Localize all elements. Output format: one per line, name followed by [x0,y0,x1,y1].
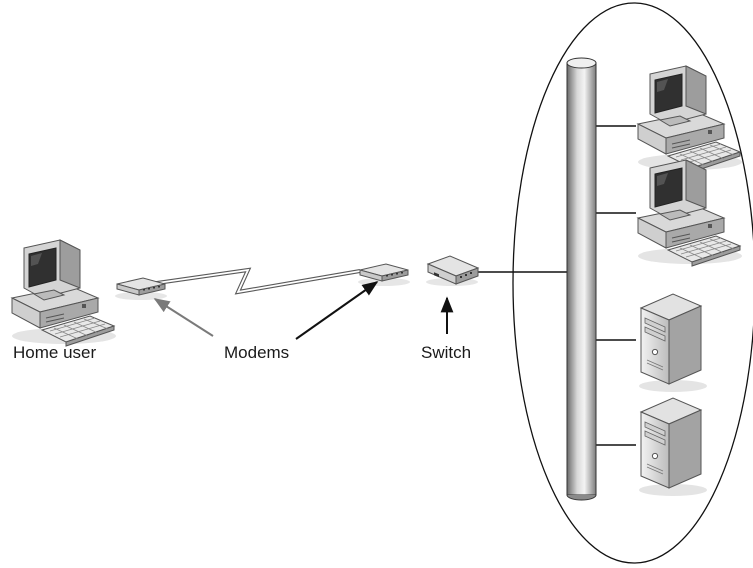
server-tower-2-icon [638,397,708,497]
wan-link [149,267,361,295]
switch-label: Switch [421,343,471,362]
right-modem-icon [357,263,411,287]
home-user-label: Home user [13,343,96,362]
server-tower-1-icon [638,293,708,393]
arrow-to-right-modem [295,281,379,340]
lan-boundary-ellipse [512,2,753,564]
switch-icon [426,255,480,286]
lan-desktop-computer-2-icon [637,159,743,267]
modems-label: Modems [224,343,289,362]
backbone-cable [566,57,597,501]
lan-connections [478,125,636,446]
lan-desktop-computer-1-icon [637,65,743,173]
home-desktop-computer-icon [11,239,117,347]
arrow-to-left-modem [153,298,214,337]
